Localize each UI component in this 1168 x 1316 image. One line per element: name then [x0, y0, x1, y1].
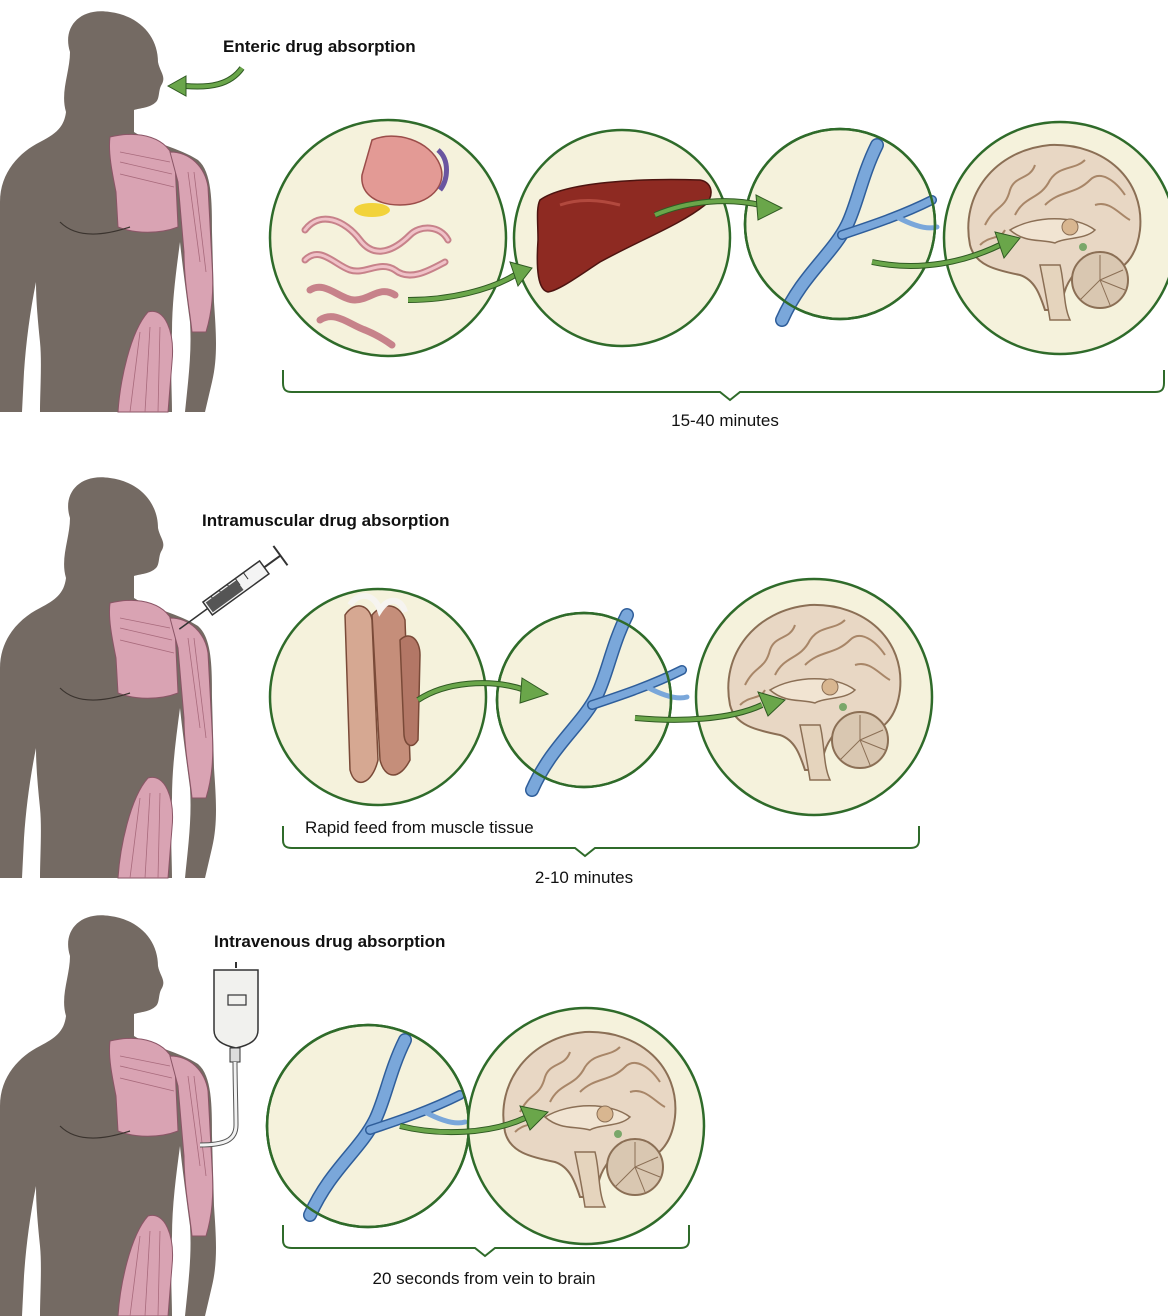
human-silhouette-2	[0, 477, 216, 878]
time-bracket-1	[283, 370, 1164, 400]
enteric-time: 15-40 minutes	[671, 411, 779, 431]
intramuscular-title: Intramuscular drug absorption	[202, 511, 449, 531]
vein-circle-1	[745, 129, 937, 320]
brain-circle-2	[696, 579, 932, 815]
intravenous-time: 20 seconds from vein to brain	[372, 1269, 595, 1289]
human-silhouette-3	[0, 915, 216, 1316]
enteric-title: Enteric drug absorption	[223, 37, 416, 57]
liver-circle	[514, 130, 730, 346]
intramuscular-note: Rapid feed from muscle tissue	[305, 818, 534, 838]
mouth-arrow-icon	[168, 76, 186, 96]
vein-circle-3	[267, 1025, 469, 1227]
intramuscular-time: 2-10 minutes	[535, 868, 633, 888]
intravenous-section	[0, 915, 704, 1316]
intravenous-title: Intravenous drug absorption	[214, 932, 445, 952]
enteric-section	[0, 11, 1168, 412]
muscle-circle	[270, 589, 486, 805]
human-silhouette-1	[0, 11, 216, 412]
digestive-tract-circle	[270, 120, 506, 356]
brain-circle-1	[944, 122, 1168, 354]
